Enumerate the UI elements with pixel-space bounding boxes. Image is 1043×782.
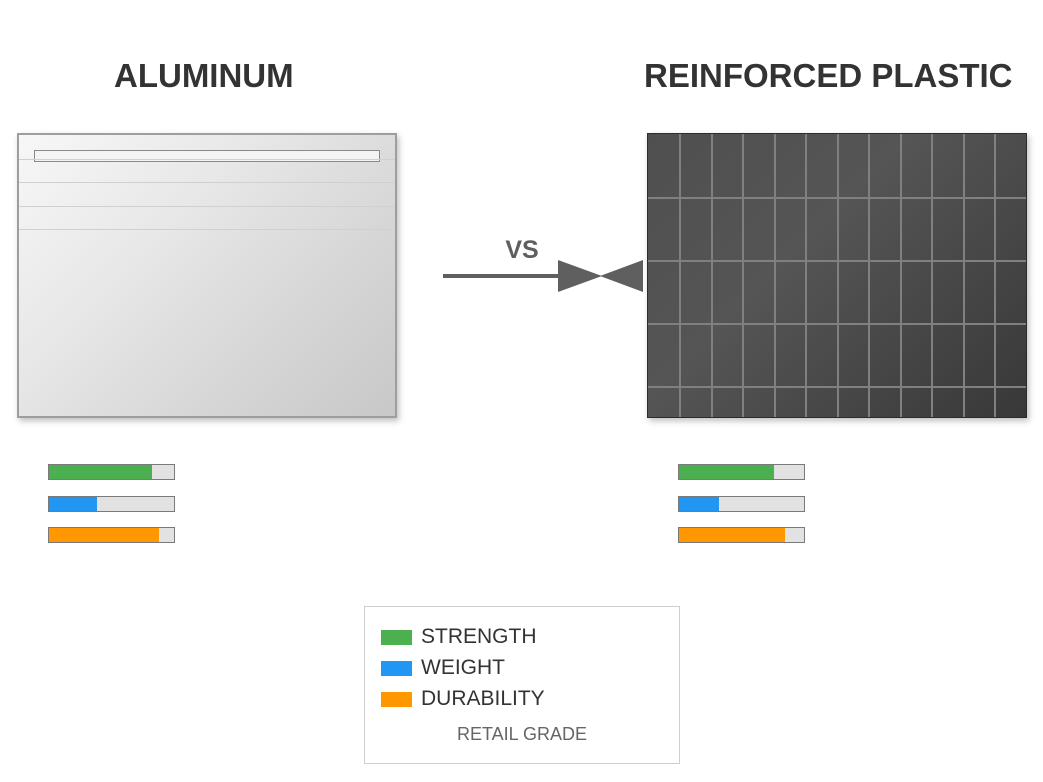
- aluminum-panel-line: [19, 182, 395, 183]
- legend-item-strength: STRENGTH: [381, 625, 537, 649]
- grid-line-vertical: [931, 134, 933, 417]
- aluminum-strength-fill: [49, 465, 152, 479]
- reinforced-plastic-panel: [647, 133, 1027, 418]
- grid-line-vertical: [805, 134, 807, 417]
- grid-line-horizontal: [648, 197, 1026, 199]
- plastic-strength-fill: [679, 465, 774, 479]
- vs-label: VS: [505, 236, 538, 264]
- aluminum-panel-line: [19, 229, 395, 230]
- grid-line-horizontal: [648, 386, 1026, 388]
- legend-box: STRENGTH WEIGHT DURABILITY RETAIL GRADE: [364, 606, 680, 764]
- vs-arrow-graphic: VS: [443, 236, 643, 292]
- legend-label-weight: WEIGHT: [421, 656, 505, 679]
- grid-line-horizontal: [648, 323, 1026, 325]
- aluminum-title: ALUMINUM: [114, 57, 294, 94]
- aluminum-panel: [17, 133, 397, 418]
- grid-line-vertical: [837, 134, 839, 417]
- grid-line-horizontal: [648, 260, 1026, 262]
- vs-arrow-head-right: [558, 260, 602, 292]
- aluminum-durability-bar: [48, 527, 175, 543]
- aluminum-weight-bar: [48, 496, 175, 512]
- aluminum-panel-slot: [34, 150, 380, 162]
- aluminum-weight-fill: [49, 497, 97, 511]
- aluminum-panel-line: [19, 159, 395, 160]
- legend-item-weight: WEIGHT: [381, 656, 505, 680]
- grid-line-vertical: [742, 134, 744, 417]
- vs-arrow-head-left: [600, 260, 643, 292]
- aluminum-panel-line: [19, 206, 395, 207]
- grid-line-vertical: [900, 134, 902, 417]
- legend-swatch-strength: [381, 629, 412, 645]
- legend-swatch-durability: [381, 691, 412, 707]
- grid-line-vertical: [711, 134, 713, 417]
- plastic-weight-fill: [679, 497, 719, 511]
- reinforced-plastic-title: REINFORCED PLASTIC: [644, 57, 1013, 94]
- grid-line-vertical: [774, 134, 776, 417]
- legend-label-strength: STRENGTH: [421, 625, 537, 648]
- grid-line-vertical: [868, 134, 870, 417]
- plastic-strength-bar: [678, 464, 805, 480]
- grid-line-vertical: [679, 134, 681, 417]
- grid-line-vertical: [963, 134, 965, 417]
- plastic-durability-bar: [678, 527, 805, 543]
- plastic-durability-fill: [679, 528, 786, 542]
- legend-swatch-weight: [381, 660, 412, 676]
- legend-label-durability: DURABILITY: [421, 687, 545, 710]
- grid-line-vertical: [994, 134, 996, 417]
- plastic-weight-bar: [678, 496, 805, 512]
- aluminum-durability-fill: [49, 528, 159, 542]
- legend-item-durability: DURABILITY: [381, 687, 545, 711]
- legend-note: RETAIL GRADE: [456, 724, 588, 744]
- aluminum-strength-bar: [48, 464, 175, 480]
